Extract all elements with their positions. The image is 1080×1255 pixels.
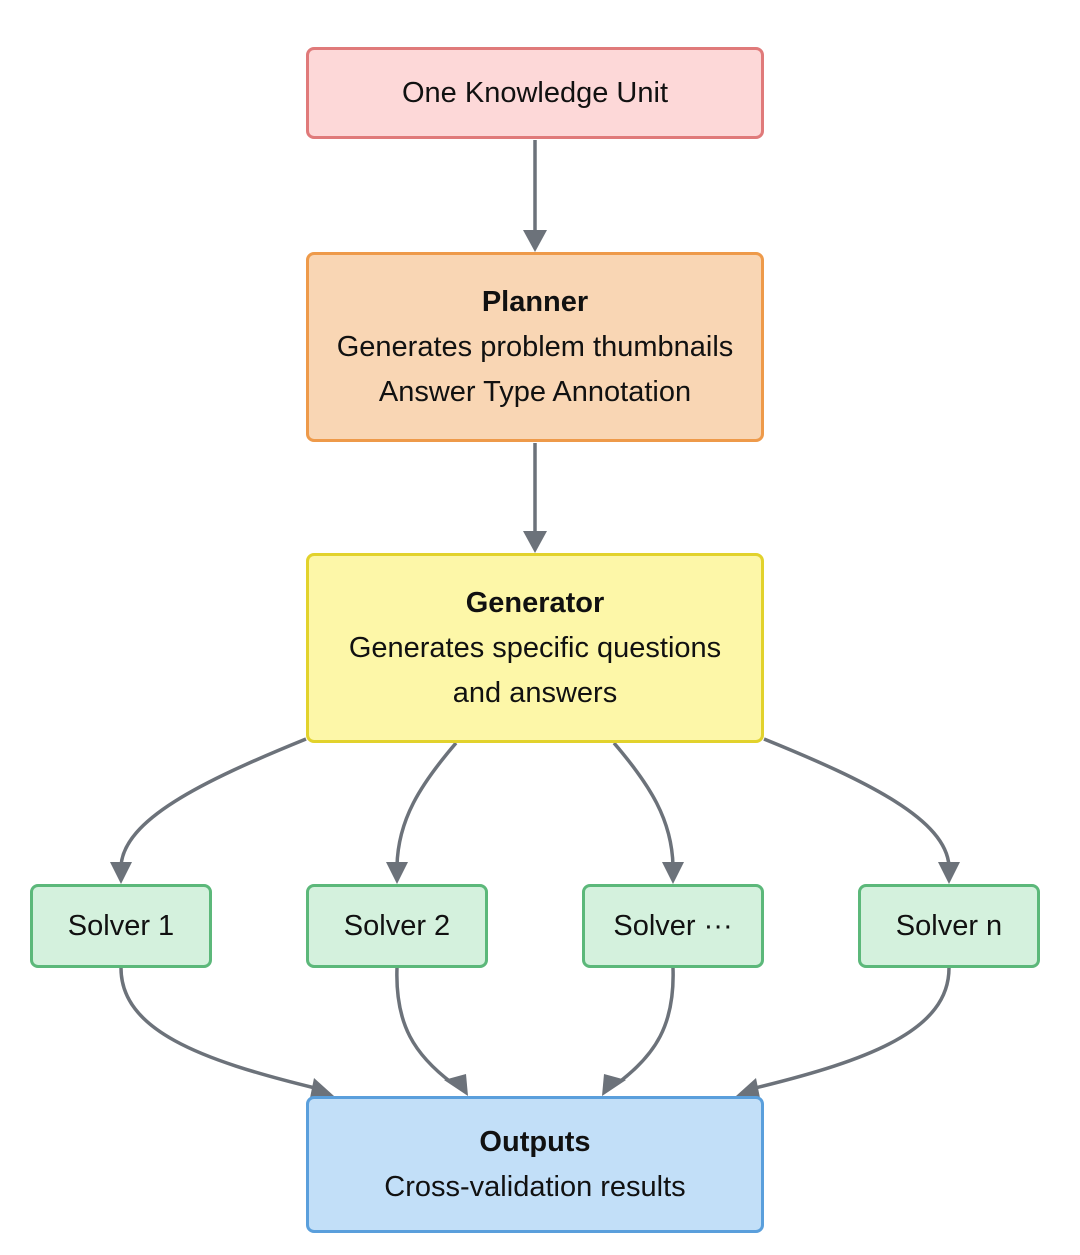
edge-solver-4-outputs bbox=[736, 967, 951, 1098]
solver-node-3: Solver ··· bbox=[582, 884, 764, 968]
planner-line-1: Generates problem thumbnails bbox=[336, 330, 734, 363]
solver-label-2: Solver 2 bbox=[343, 909, 451, 942]
edge-generator-solver-4 bbox=[763, 737, 960, 884]
edge-solver-3-outputs bbox=[602, 967, 675, 1096]
solver-node-4: Solver n bbox=[858, 884, 1040, 968]
edge-generator-solver-2 bbox=[386, 741, 458, 884]
outputs-node: Outputs Cross-validation results bbox=[306, 1096, 764, 1233]
knowledge-unit-label: One Knowledge Unit bbox=[402, 76, 668, 109]
planner-line-2: Answer Type Annotation bbox=[378, 375, 692, 408]
solver-label-1: Solver 1 bbox=[67, 909, 175, 942]
outputs-title: Outputs bbox=[479, 1125, 591, 1158]
solver-label-3: Solver ··· bbox=[613, 909, 733, 942]
edge-input-planner bbox=[523, 140, 547, 252]
edge-solver-2-outputs bbox=[395, 967, 468, 1096]
planner-title: Planner bbox=[481, 285, 589, 318]
solver-node-2: Solver 2 bbox=[306, 884, 488, 968]
solver-label-4: Solver n bbox=[895, 909, 1003, 942]
generator-line-2: and answers bbox=[452, 676, 618, 709]
solver-node-1: Solver 1 bbox=[30, 884, 212, 968]
generator-title: Generator bbox=[465, 586, 605, 619]
edge-generator-solver-1 bbox=[110, 737, 307, 884]
edge-solver-1-outputs bbox=[119, 967, 334, 1098]
outputs-line-1: Cross-validation results bbox=[384, 1170, 686, 1203]
generator-line-1: Generates specific questions bbox=[348, 631, 722, 664]
knowledge-unit-node: One Knowledge Unit bbox=[306, 47, 764, 139]
edge-planner-generator bbox=[523, 443, 547, 553]
planner-node: Planner Generates problem thumbnails Ans… bbox=[306, 252, 764, 442]
generator-node: Generator Generates specific questions a… bbox=[306, 553, 764, 743]
edge-generator-solver-3 bbox=[612, 741, 684, 884]
